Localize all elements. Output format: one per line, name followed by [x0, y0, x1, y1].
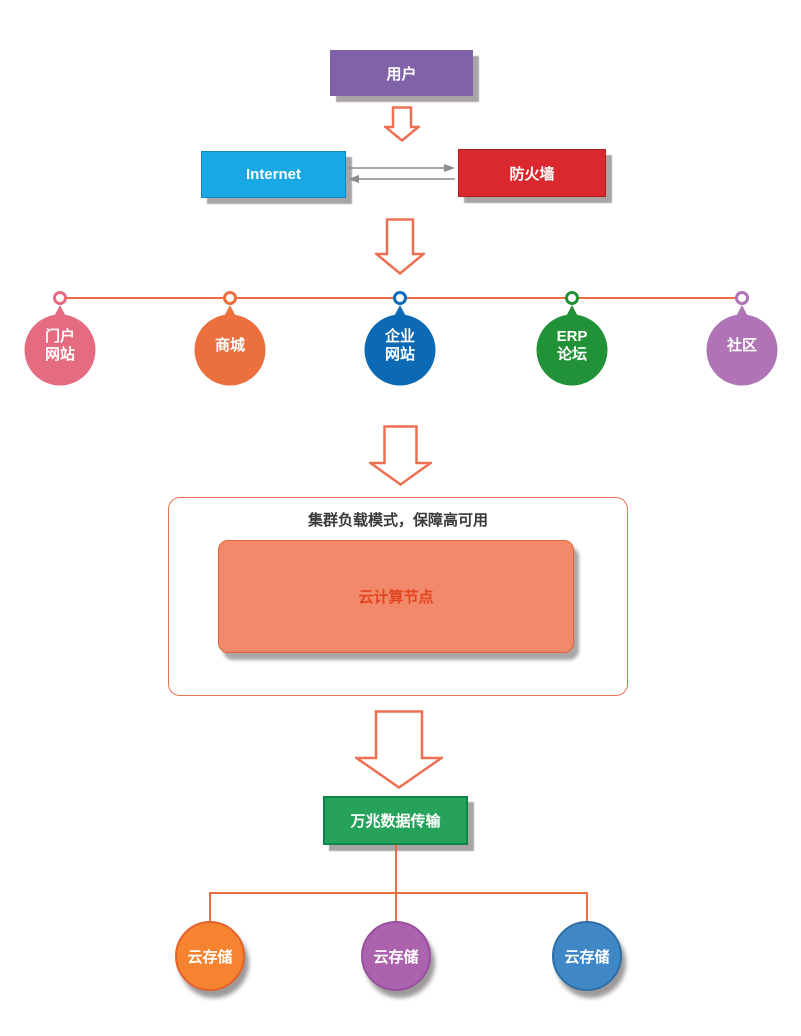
firewall-node-label: 防火墙	[509, 165, 555, 183]
site-balloon-enterprise	[364, 305, 436, 386]
connector-stub-right	[586, 892, 588, 923]
down-arrow-icon	[369, 425, 432, 486]
site-label-line1: 门户	[44, 328, 75, 345]
site-label-mall: 商城	[194, 316, 266, 376]
balloon-body	[194, 314, 266, 386]
down-arrow-icon	[384, 106, 420, 142]
site-balloon-community	[706, 305, 778, 386]
firewall-node: 防火墙	[458, 149, 606, 197]
down-arrow-icon	[355, 710, 443, 789]
internet-node: Internet	[201, 151, 346, 198]
connector-stub-middle	[395, 892, 397, 923]
site-balloon-portal	[24, 305, 96, 386]
site-label-line2: 网站	[384, 346, 415, 363]
compute-node: 云计算节点	[218, 540, 574, 653]
site-label-enterprise: 企业 网站	[364, 316, 436, 376]
exchange-arrows-icon	[348, 164, 455, 183]
arrow-right-head	[444, 164, 455, 172]
timeline-ring-erp	[565, 291, 579, 305]
storage-node-label: 云存储	[373, 948, 419, 966]
site-label-community: 社区	[706, 316, 778, 376]
site-label-line1: 商城	[214, 337, 245, 354]
site-label-line2: 论坛	[556, 346, 587, 363]
down-arrow-shape	[355, 710, 443, 789]
timeline-ring-portal	[53, 291, 67, 305]
storage-node-2: 云存储	[361, 921, 431, 991]
down-arrow-icon	[375, 218, 425, 275]
balloon-body	[536, 314, 608, 386]
transfer-node: 万兆数据传输	[323, 796, 468, 845]
connector-horizontal	[209, 892, 588, 894]
balloon-body	[24, 314, 96, 386]
storage-node-label: 云存储	[187, 948, 233, 966]
timeline-ring-enterprise	[393, 291, 407, 305]
user-node-label: 用户	[386, 65, 417, 83]
connector-vertical	[395, 845, 397, 893]
balloon-body	[364, 314, 436, 386]
site-label-line1: 企业	[384, 328, 415, 345]
site-label-line2: 网站	[44, 346, 75, 363]
transfer-node-label: 万兆数据传输	[350, 813, 441, 830]
compute-node-label: 云计算节点	[358, 589, 434, 606]
cluster-title: 集群负载模式，保障高可用	[307, 512, 488, 529]
site-label-line1: ERP	[556, 328, 588, 345]
site-label-portal: 门户 网站	[24, 316, 96, 376]
site-label-erp: ERP 论坛	[536, 316, 608, 376]
timeline-ring-mall	[223, 291, 237, 305]
site-label-line1: 社区	[726, 337, 757, 354]
internet-node-label: Internet	[245, 166, 301, 183]
user-node: 用户	[330, 50, 473, 96]
site-balloon-erp	[536, 305, 608, 386]
site-balloon-mall	[194, 305, 266, 386]
down-arrow-shape	[384, 106, 420, 142]
storage-node-3: 云存储	[552, 921, 622, 991]
down-arrow-shape	[369, 425, 432, 486]
timeline-ring-community	[735, 291, 749, 305]
arrow-left-head	[348, 175, 359, 183]
balloon-body	[706, 314, 778, 386]
down-arrow-shape	[375, 218, 425, 275]
connector-stub-left	[209, 892, 211, 923]
storage-node-label: 云存储	[564, 948, 610, 966]
storage-node-1: 云存储	[175, 921, 245, 991]
